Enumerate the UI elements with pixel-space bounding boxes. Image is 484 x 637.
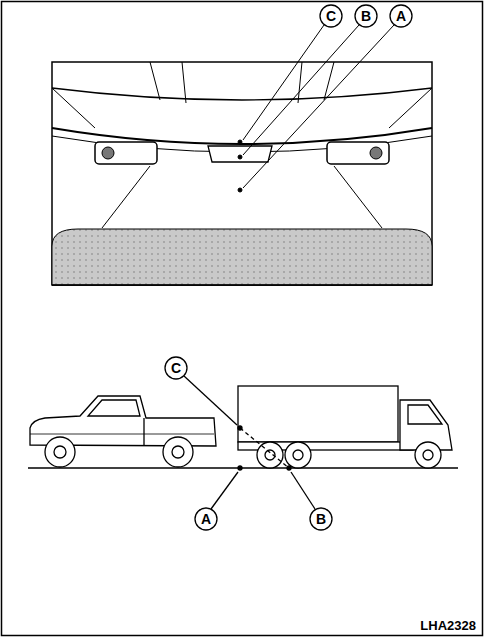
callout-letter: B [355,5,377,27]
figure-code: LHA2328 [420,616,476,634]
callout-letter: A [390,5,412,27]
callout-letter: C [165,357,187,379]
camera-view [52,5,432,285]
side-view [28,357,458,530]
callout-letter: B [310,508,332,530]
callout-letter: A [195,508,217,530]
callout-letter: C [320,5,342,27]
